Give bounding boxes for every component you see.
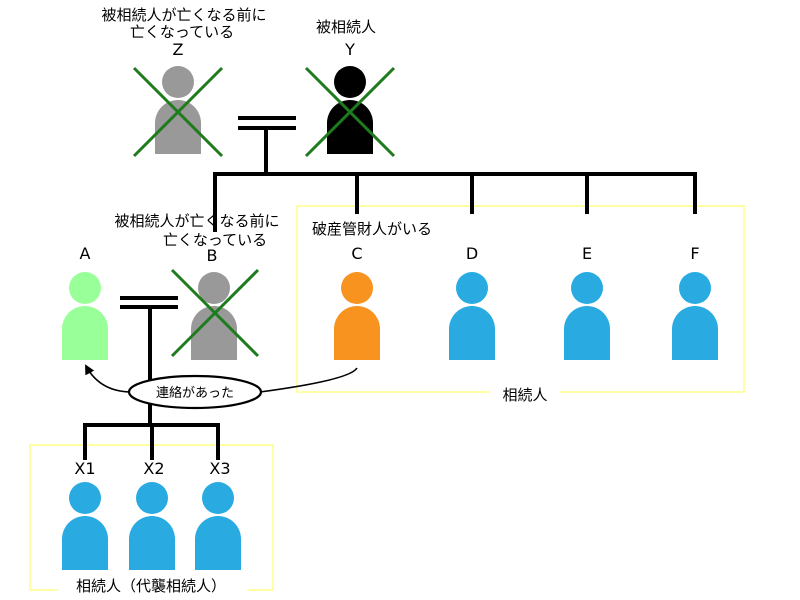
person-head — [162, 66, 194, 98]
person-b-icon — [191, 272, 237, 360]
person-body — [672, 306, 718, 360]
person-a-icon — [62, 272, 108, 360]
person-head — [341, 272, 373, 304]
person-y-name: Y — [344, 40, 355, 59]
person-b-name: B — [207, 246, 218, 265]
person-x3-name: X3 — [209, 459, 230, 478]
person-head — [198, 272, 230, 304]
person-x1-icon — [62, 482, 108, 570]
person-x2-icon — [129, 482, 175, 570]
heirs-label-backdrop — [490, 383, 560, 403]
z-note-line2: 亡くなっている — [130, 23, 234, 41]
person-d-name: D — [466, 244, 478, 263]
person-c-icon — [334, 272, 380, 360]
person-body — [155, 100, 201, 154]
person-c-name: C — [351, 244, 362, 263]
person-body — [564, 306, 610, 360]
person-z-icon — [155, 66, 201, 154]
person-body — [334, 306, 380, 360]
z-note-line1: 被相続人が亡くなる前に — [101, 6, 266, 24]
deceased-cross-y-icon — [304, 66, 396, 158]
person-f-icon — [672, 272, 718, 360]
person-body — [62, 516, 108, 570]
person-body — [129, 516, 175, 570]
person-head — [679, 272, 711, 304]
deceased-cross-b-icon — [170, 268, 260, 358]
marriage-line-z-y — [238, 116, 296, 130]
person-y-icon — [327, 66, 373, 154]
person-head — [69, 272, 101, 304]
descent-lines-grandchildren — [83, 307, 220, 460]
contact-label: 連絡があった — [156, 385, 234, 401]
person-body — [191, 306, 237, 360]
person-z-name: Z — [173, 40, 184, 59]
person-x3-icon — [195, 482, 241, 570]
b-note-line1: 被相続人が亡くなる前に — [114, 212, 279, 230]
person-a-name: A — [80, 244, 91, 263]
deceased-cross-z-icon — [132, 66, 224, 158]
cross-stroke — [304, 66, 396, 158]
y-note: 被相続人 — [316, 18, 376, 36]
cross-stroke — [170, 268, 260, 358]
substitute-heirs-label-backdrop — [58, 578, 248, 598]
person-e-name: E — [582, 244, 592, 263]
person-x2-name: X2 — [143, 459, 164, 478]
person-head — [69, 482, 101, 514]
person-body — [449, 306, 495, 360]
person-x1-name: X1 — [74, 459, 95, 478]
person-d-icon — [449, 272, 495, 360]
descent-lines-children — [213, 128, 697, 232]
person-head — [136, 482, 168, 514]
person-head — [202, 482, 234, 514]
b-note-line2: 亡くなっている — [163, 231, 267, 249]
person-body — [195, 516, 241, 570]
c-note: 破産管財人がいる — [312, 220, 432, 238]
person-f-name: F — [690, 244, 699, 263]
person-head — [456, 272, 488, 304]
person-body — [62, 306, 108, 360]
cross-stroke — [132, 66, 224, 158]
marriage-line-a-b — [120, 296, 178, 309]
person-e-icon — [564, 272, 610, 360]
heirs-label: 相続人 — [502, 386, 547, 404]
person-head — [334, 66, 366, 98]
substitute-heirs-label: 相続人（代襲相続人） — [76, 577, 226, 595]
contact-bubble — [127, 374, 263, 410]
person-head — [571, 272, 603, 304]
person-body — [327, 100, 373, 154]
